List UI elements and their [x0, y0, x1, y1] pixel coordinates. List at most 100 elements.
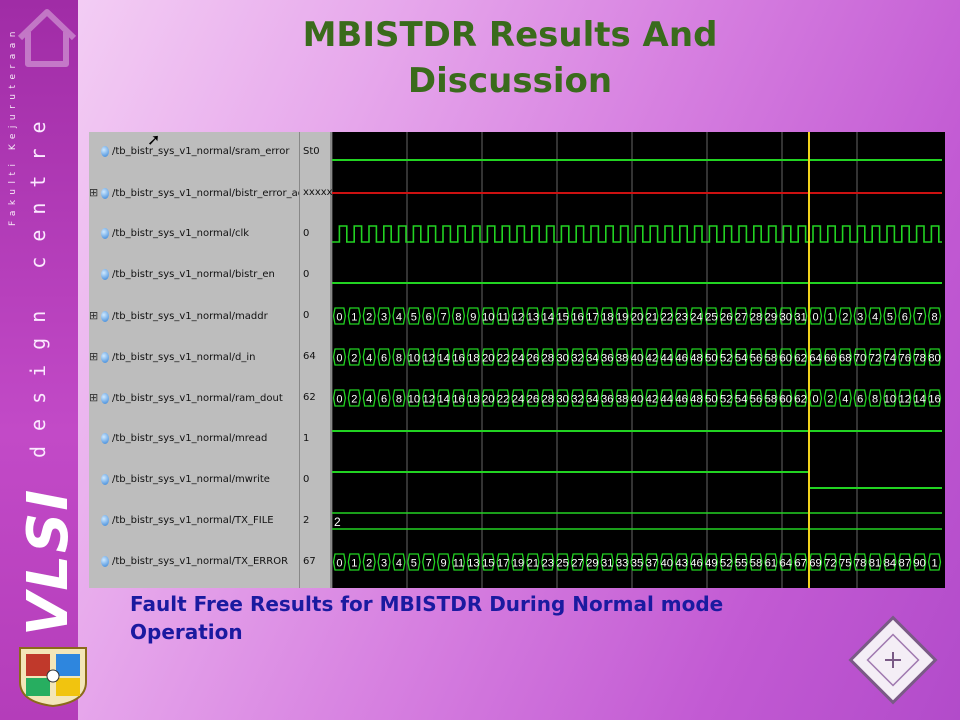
bus-segment: [541, 348, 555, 366]
signal-icon: [101, 473, 109, 485]
bus-value-label: 3: [381, 558, 387, 570]
signal-name[interactable]: ⊞/tb_bistr_sys_v1_normal/ram_dout: [89, 388, 283, 408]
bus-value-label: 50: [705, 394, 717, 406]
bus-value-label: 1: [351, 312, 357, 324]
bus-segment: [719, 348, 733, 366]
bus-value-label: 34: [586, 353, 598, 365]
bus-value-label: 12: [423, 353, 435, 365]
bus-value-label: 8: [396, 353, 402, 365]
signal-value: St0: [303, 146, 320, 157]
signal-name[interactable]: ⊞/tb_bistr_sys_v1_normal/d_in: [89, 347, 256, 367]
signal-name[interactable]: /tb_bistr_sys_v1_normal/mread: [89, 429, 267, 449]
bus-value-label: 20: [482, 394, 494, 406]
bus-segment: [868, 553, 882, 571]
bus-segment: [332, 553, 347, 571]
signal-icon: [101, 432, 109, 444]
bus-segment: [868, 307, 882, 325]
bus-value-label: 4: [842, 394, 848, 406]
bus-segment: [675, 553, 689, 571]
bus-segment: [585, 348, 599, 366]
expand-icon[interactable]: ⊞: [89, 186, 99, 199]
bus-value-label: 21: [646, 312, 658, 324]
bus-segment: [377, 348, 391, 366]
signal-name[interactable]: /tb_bistr_sys_v1_normal/TX_ERROR: [89, 552, 288, 572]
bus-segment: [704, 389, 718, 407]
bus-value-label: 31: [795, 312, 807, 324]
bus-segment: [719, 307, 733, 325]
signal-value: 0: [303, 228, 310, 239]
bus-value-label: 4: [366, 394, 372, 406]
bus-value-label: 6: [902, 312, 908, 324]
bus-value-label: 5: [411, 558, 417, 570]
bus-segment: [436, 389, 451, 407]
bus-value-label: 35: [631, 558, 643, 570]
bus-segment: [451, 553, 466, 571]
bus-value-label: 2: [842, 312, 848, 324]
bus-segment: [883, 553, 897, 571]
vlsi-logo-text: VLSI: [16, 487, 81, 636]
signal-name-label: /tb_bistr_sys_v1_normal/sram_error: [112, 146, 290, 157]
signal-value: 62: [303, 392, 316, 403]
bus-value-label: 31: [601, 558, 613, 570]
signal-name[interactable]: ⊞/tb_bistr_sys_v1_normal/maddr: [89, 306, 268, 326]
signal-name[interactable]: /tb_bistr_sys_v1_normal/sram_error: [89, 142, 289, 162]
bus-segment: [749, 307, 763, 325]
bus-value-label: 75: [839, 558, 851, 570]
bus-value-label: 2: [334, 515, 341, 529]
bus-segment: [823, 307, 838, 325]
bus-segment: [496, 348, 510, 366]
bus-value-label: 55: [735, 558, 747, 570]
bus-value-label: 48: [690, 394, 702, 406]
bus-value-label: 26: [720, 312, 732, 324]
bus-value-label: 13: [527, 312, 539, 324]
signal-name[interactable]: /tb_bistr_sys_v1_normal/bistr_en: [89, 265, 275, 285]
bus-segment: [526, 553, 540, 571]
bus-segment: [749, 553, 763, 571]
bus-value-label: 30: [556, 353, 568, 365]
expand-icon[interactable]: ⊞: [89, 309, 99, 322]
signal-name[interactable]: /tb_bistr_sys_v1_normal/mwrite: [89, 470, 270, 490]
bus-segment: [377, 307, 391, 325]
bus-segment: [332, 389, 347, 407]
bus-value-label: 29: [765, 312, 777, 324]
bus-segment: [868, 389, 882, 407]
bus-segment: [600, 348, 614, 366]
signal-name[interactable]: ⊞/tb_bistr_sys_v1_normal/bistr_error_add…: [89, 183, 315, 203]
bus-value-label: 8: [396, 394, 402, 406]
bus-value-label: 12: [423, 394, 435, 406]
bus-segment: [481, 389, 495, 407]
bus-segment: [377, 553, 391, 571]
bus-value-label: 70: [854, 353, 866, 365]
bus-value-label: 36: [601, 353, 613, 365]
bus-segment: [526, 307, 540, 325]
bus-value-label: 20: [631, 312, 643, 324]
bus-segment: [332, 307, 347, 325]
bus-value-label: 1: [827, 312, 833, 324]
signal-value: 0: [303, 269, 310, 280]
expand-icon[interactable]: ⊞: [89, 391, 99, 404]
bus-segment: [332, 348, 347, 366]
expand-icon[interactable]: ⊞: [89, 350, 99, 363]
bus-segment: [913, 307, 927, 325]
bus-value-label: 17: [497, 558, 509, 570]
bus-segment: [913, 553, 927, 571]
bus-value-label: 22: [661, 312, 673, 324]
bus-value-label: 1: [931, 558, 937, 570]
bus-segment: [570, 553, 585, 571]
bus-value-label: 56: [750, 394, 762, 406]
bus-segment: [764, 348, 778, 366]
signal-icon: [101, 392, 109, 404]
bus-value-label: 4: [396, 312, 402, 324]
bus-segment: [704, 348, 718, 366]
bus-segment: [927, 389, 942, 407]
bus-segment: [407, 307, 421, 325]
bus-value-label: 62: [795, 353, 807, 365]
bus-value-label: 2: [366, 312, 372, 324]
bus-value-label: 80: [928, 353, 940, 365]
signal-name[interactable]: /tb_bistr_sys_v1_normal/TX_FILE: [89, 511, 274, 531]
bus-segment: [556, 307, 570, 325]
bus-segment: [898, 389, 912, 407]
signal-name[interactable]: /tb_bistr_sys_v1_normal/clk: [89, 224, 249, 244]
